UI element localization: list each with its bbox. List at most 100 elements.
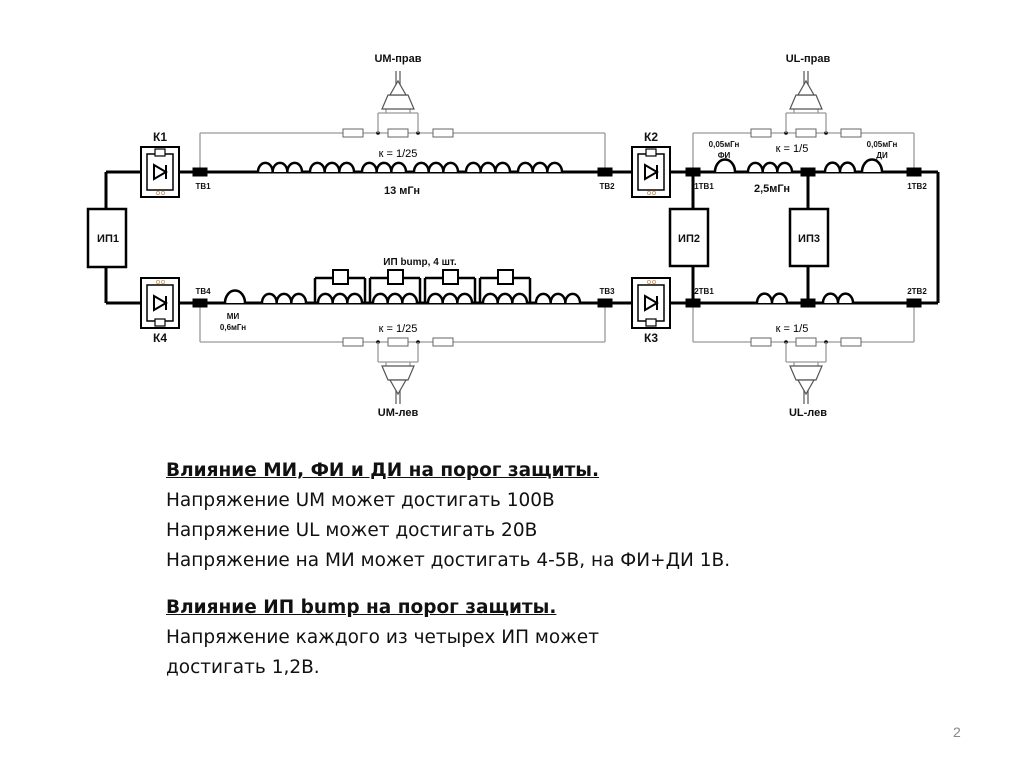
k-ul-top-label: к = 1/5 (776, 143, 809, 155)
description-text: Влияние МИ, ФИ и ДИ на порог защиты. Нап… (166, 456, 730, 683)
inductor (360, 161, 408, 173)
resistor (342, 337, 364, 347)
text-line: Напряжение UM может достигать 100В (166, 490, 555, 511)
ip2-label: ИП2 (678, 233, 700, 245)
key-resistor (645, 318, 657, 327)
text-line: Напряжение на МИ может достигать 4-5В, н… (166, 550, 731, 571)
bump-inductor (371, 292, 419, 304)
resistor (387, 128, 409, 138)
bump-inductor (316, 292, 364, 304)
bump-inductor (481, 292, 529, 304)
ip3-label: ИП3 (798, 233, 820, 245)
heading-mi-fi-di: Влияние МИ, ФИ и ДИ на порог защиты. (166, 460, 600, 481)
terminal-block (800, 298, 816, 308)
um-right-label: UM-прав (374, 53, 421, 65)
text-line: достигать 1,2В. (166, 657, 320, 678)
inductor (256, 161, 304, 173)
inductor (534, 292, 582, 304)
bump-label: ИП bump, 4 шт. (383, 257, 457, 268)
amplifier-icon (789, 94, 823, 110)
amplifier-icon (388, 379, 408, 396)
contact (155, 279, 160, 284)
contact (647, 190, 652, 195)
um-left-label: UM-лев (378, 407, 419, 419)
contact (647, 279, 652, 284)
k2-label: К2 (644, 130, 658, 144)
resistor (840, 337, 862, 347)
inductor (746, 161, 794, 173)
tb4-label: ТВ4 (195, 287, 211, 296)
thyristor-icon (644, 163, 659, 181)
key-resistor (645, 148, 657, 157)
2tb2-label: 2ТВ2 (907, 287, 927, 296)
inductor (516, 161, 564, 173)
resistor (795, 337, 817, 347)
terminal-block (800, 167, 816, 177)
key-resistor (154, 318, 166, 327)
resistor (750, 128, 772, 138)
k1-label: К1 (153, 130, 167, 144)
amplifier-icon (789, 365, 823, 381)
thyristor-icon (153, 163, 168, 181)
inductor (464, 161, 512, 173)
mi-name-label: МИ (227, 312, 240, 321)
mi-inductor (223, 289, 247, 304)
resistor (750, 337, 772, 347)
wires (86, 71, 940, 404)
thyristor-icon (153, 294, 168, 312)
inductor (821, 292, 855, 304)
tb1-label: ТВ1 (195, 182, 211, 191)
inductor (308, 161, 356, 173)
inductor (412, 161, 460, 173)
resistor (795, 128, 817, 138)
k-ul-bottom-label: к = 1/5 (776, 323, 809, 335)
terminal-block (192, 298, 208, 308)
ul-left-label: UL-лев (789, 407, 827, 419)
fi-value-label: 0,05мГн (709, 140, 740, 149)
bump-box (387, 269, 404, 285)
heading-ip-bump: Влияние ИП bump на порог защиты. (166, 597, 557, 618)
di-inductor (860, 158, 884, 173)
resistor (342, 128, 364, 138)
inductor (755, 292, 789, 304)
contact (652, 279, 657, 284)
ul-right-label: UL-прав (786, 53, 831, 65)
tb3-label: ТВ3 (599, 287, 615, 296)
inductor (260, 292, 308, 304)
k-um-bottom-label: к = 1/25 (379, 323, 418, 335)
k4-label: К4 (153, 331, 167, 345)
amplifier-icon (796, 379, 816, 396)
amplifier-icon (381, 365, 415, 381)
thyristor-icon (644, 294, 659, 312)
fi-name-label: ФИ (718, 151, 731, 160)
mid-inductance-label: 2,5мГн (754, 183, 790, 195)
text-line: Напряжение каждого из четырех ИП может (166, 627, 599, 648)
terminal-block (192, 167, 208, 177)
inductor (823, 161, 857, 173)
bump-box (332, 269, 349, 285)
text-line: Напряжение UL может достигать 20В (166, 520, 538, 541)
fi-inductor (713, 158, 737, 173)
amplifier-icon (381, 94, 415, 110)
contact (160, 279, 165, 284)
bump-box (442, 269, 459, 285)
resistor (387, 337, 409, 347)
1tb2-label: 1ТВ2 (907, 182, 927, 191)
2tb1-label: 2ТВ1 (694, 287, 714, 296)
circuit-diagram: UM-прав UM-лев UL-прав UL-лев к = 1/25 к… (86, 53, 940, 419)
ip1-box (86, 207, 128, 269)
contact (160, 190, 165, 195)
resistor (432, 337, 454, 347)
bump-inductor (426, 292, 474, 304)
ip3-box (788, 207, 830, 268)
amplifier-icon (796, 79, 816, 96)
contact (652, 190, 657, 195)
contact (155, 190, 160, 195)
terminal-block (906, 298, 922, 308)
page-number: 2 (953, 724, 961, 740)
mi-value-label: 0,6мГн (220, 323, 246, 332)
terminal-block (597, 298, 613, 308)
terminal-block (685, 167, 701, 177)
terminal-block (597, 167, 613, 177)
resistor (432, 128, 454, 138)
